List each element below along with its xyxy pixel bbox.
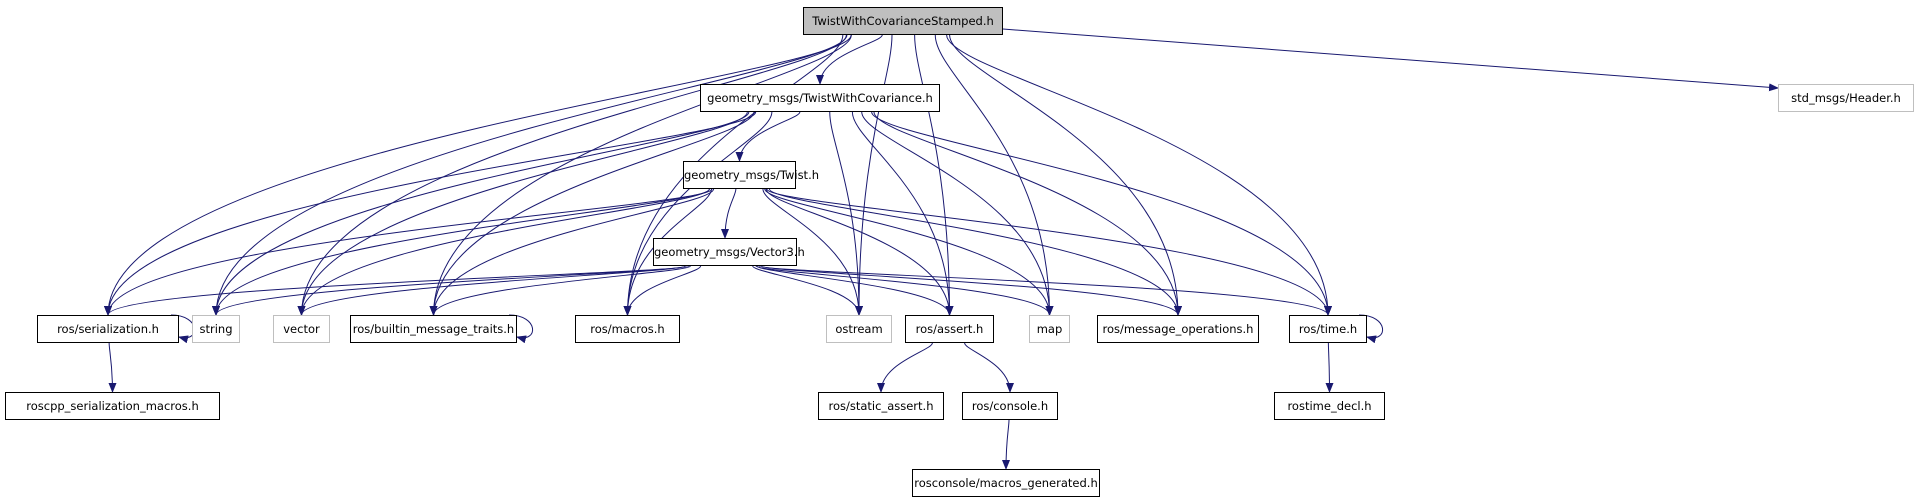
edge-twc-to-bmt (429, 111, 755, 316)
edge-twc-to-twist (735, 111, 801, 162)
node-twist-with-covariance-stamped[interactable]: TwistWithCovarianceStamped.h (803, 7, 1003, 35)
node-rostime-decl[interactable]: rostime_decl.h (1274, 392, 1385, 420)
edge-twc-to-time (871, 111, 1332, 316)
node-twist[interactable]: geometry_msgs/Twist.h (683, 161, 819, 189)
edge-vec3-to-assert (756, 265, 954, 316)
edge-twc-to-ostream (829, 111, 863, 316)
edge-twist-to-macros (623, 188, 712, 316)
node-static-assert[interactable]: ros/static_assert.h (818, 392, 944, 420)
edge-root-to-string (212, 34, 848, 316)
edge-root-to-assert (914, 34, 954, 316)
edge-twist-to-bmt (429, 188, 715, 316)
node-vector3[interactable]: geometry_msgs/Vector3.h (653, 238, 805, 266)
node-ostream[interactable]: ostream (826, 315, 892, 343)
edge-root-to-ser (104, 34, 852, 316)
edge-twc-to-assert (851, 111, 954, 316)
node-console[interactable]: ros/console.h (962, 392, 1058, 420)
edge-twist-to-string (212, 188, 710, 316)
node-macros[interactable]: ros/macros.h (575, 315, 680, 343)
edge-vec3-to-bmt (429, 265, 691, 316)
edge-ser-to-sermac (108, 342, 117, 393)
edge-twist-to-ostream (762, 188, 863, 316)
edge-twc-to-msgops (873, 111, 1182, 316)
edge-root-to-vector (297, 34, 847, 316)
edge-twist-to-ser (104, 188, 713, 316)
edge-assert-to-sassert (877, 342, 933, 393)
node-assert[interactable]: ros/assert.h (905, 315, 994, 343)
node-time[interactable]: ros/time.h (1289, 315, 1367, 343)
edge-twc-to-vector (297, 111, 748, 316)
edge-root-to-bmt (429, 34, 852, 316)
node-string[interactable]: string (192, 315, 240, 343)
node-twist-with-covariance[interactable]: geometry_msgs/TwistWithCovariance.h (700, 84, 940, 112)
edge-root-to-map (934, 34, 1054, 316)
edge-vec3-to-map (755, 265, 1054, 316)
node-message-operations[interactable]: ros/message_operations.h (1097, 315, 1259, 343)
edge-twc-to-string (212, 111, 750, 316)
node-macros-generated[interactable]: rosconsole/macros_generated.h (912, 469, 1100, 497)
edge-twist-to-time (766, 188, 1332, 316)
node-roscpp-serialization-macros[interactable]: roscpp_serialization_macros.h (5, 392, 220, 420)
edge-root-to-macros (623, 34, 844, 316)
edge-root-to-header (1002, 28, 1779, 92)
edge-vec3-to-time (758, 265, 1332, 316)
node-vector[interactable]: vector (273, 315, 330, 343)
edge-twist-to-msgops (768, 188, 1182, 316)
edge-twist-to-assert (765, 188, 954, 316)
edge-twist-to-map (764, 188, 1054, 316)
edge-console-to-macgen (1002, 419, 1011, 470)
edge-vec3-to-ostream (752, 265, 863, 316)
edge-twc-to-map (861, 111, 1054, 316)
edge-root-to-msgops (949, 34, 1182, 316)
node-builtin-message-traits[interactable]: ros/builtin_message_traits.h (350, 315, 517, 343)
edge-root-to-time (946, 34, 1332, 316)
edge-root-to-ostream (855, 34, 893, 316)
edge-root-to-twc (816, 34, 883, 85)
edge-time-to-rtdecl (1325, 342, 1334, 393)
node-std-msgs-header[interactable]: std_msgs/Header.h (1778, 84, 1914, 112)
edge-assert-to-console (964, 342, 1014, 393)
node-serialization[interactable]: ros/serialization.h (37, 315, 179, 343)
edge-vec3-to-vector (297, 265, 686, 316)
node-map[interactable]: map (1029, 315, 1070, 343)
edge-twist-to-vec3 (721, 188, 737, 239)
edge-vec3-to-macros (623, 265, 702, 316)
